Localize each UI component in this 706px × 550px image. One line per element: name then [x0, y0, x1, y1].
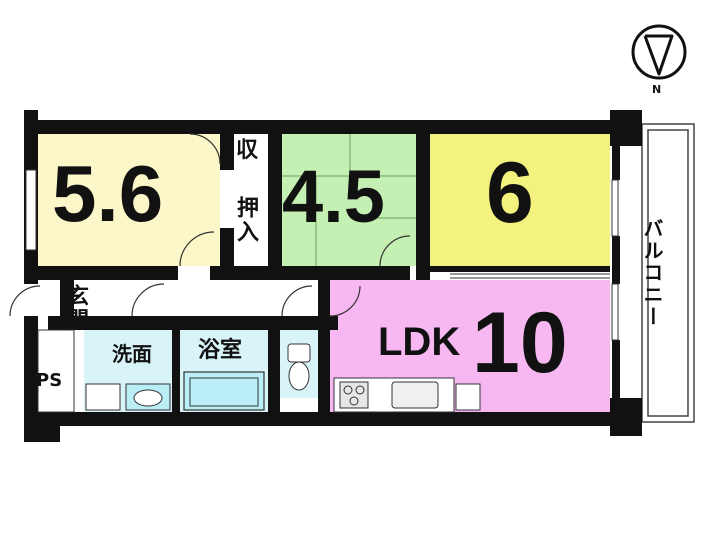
bathroom-label: 浴室	[198, 338, 243, 363]
west-room-floor	[38, 134, 220, 266]
pipe-space-box	[37, 329, 75, 413]
storage-label: 収	[236, 138, 259, 163]
closet-label: 押入	[233, 196, 258, 244]
tatami-room-floor	[282, 134, 416, 266]
east-room-floor	[430, 134, 610, 266]
walls	[24, 110, 642, 442]
sink-icon	[391, 381, 439, 409]
tatami-room-size: 4.5	[282, 155, 385, 238]
pipe-space-label: PS	[36, 370, 63, 391]
refrigerator-icon	[455, 383, 481, 411]
west-room-size: 5.6	[52, 149, 164, 238]
ldk-size: 10	[472, 295, 568, 391]
windows	[25, 169, 619, 341]
balcony-label: バルコニー	[640, 218, 664, 328]
east-room-size: 6	[486, 145, 534, 241]
ldk-label: LDK	[378, 320, 461, 364]
tatami-pattern	[282, 134, 416, 266]
compass-icon	[631, 24, 687, 80]
stove-icon	[339, 381, 369, 409]
sliding-door	[450, 273, 610, 279]
toilet-icon	[287, 343, 311, 391]
balcony-outline	[641, 123, 695, 423]
washroom-label: 洗面	[112, 342, 152, 366]
washing-machine-icon	[85, 383, 121, 411]
north-label: N	[652, 83, 662, 96]
door-swings	[9, 133, 411, 317]
washbasin-icon	[125, 383, 171, 411]
bathtub-icon	[183, 371, 265, 411]
entrance-label: 玄関	[63, 284, 88, 332]
kitchen-counter	[333, 377, 481, 413]
